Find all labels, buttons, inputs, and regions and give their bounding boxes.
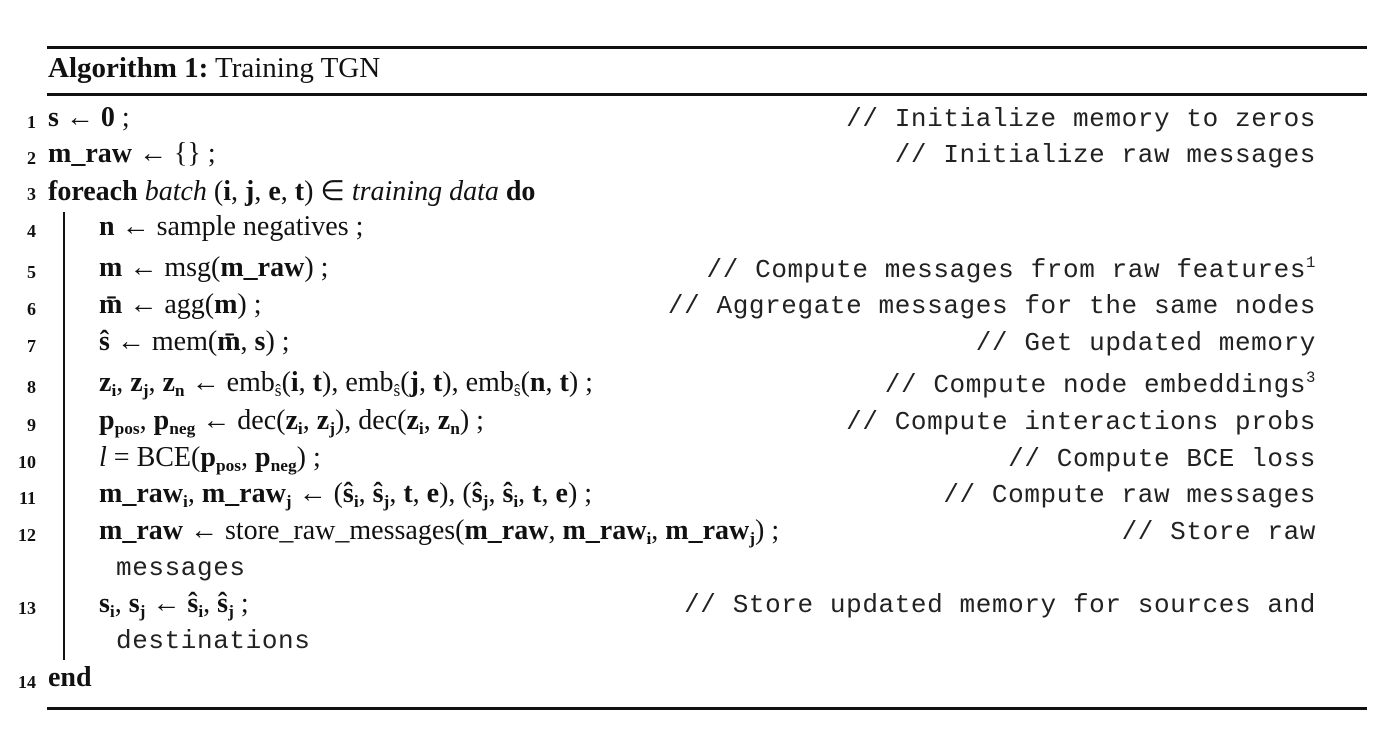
algorithm-name: Training TGN [215, 52, 381, 84]
algo-line-11: 11 m_rawi, m_rawj ← (ŝi, ŝj, t, e), (ŝj,… [0, 478, 1374, 514]
line-comment: // Compute interactions probs [846, 407, 1316, 437]
line-number: 10 [18, 452, 36, 472]
footnote-marker: 3 [1306, 369, 1316, 387]
line-code: m̄ ← agg(m) ; [99, 289, 262, 320]
line-code: s ← 0 ; [48, 102, 130, 133]
line-number: 7 [27, 336, 36, 356]
foreach-block-bar [63, 212, 65, 660]
line-comment: // Compute node embeddings3 [884, 369, 1316, 400]
keyword-foreach: foreach [48, 176, 138, 207]
line-code: si, sj ← ŝi, ŝj ; [99, 588, 249, 621]
algo-line-6: 6 m̄ ← agg(m) ; // Aggregate messages fo… [0, 289, 1374, 325]
line-code: ppos, pneg ← dec(zi, zj), dec(zi, zn) ; [99, 405, 484, 438]
algo-line-4: 4 n ← sample negatives ; [0, 211, 1374, 247]
line-number: 14 [18, 672, 36, 692]
algorithm-label: Algorithm 1: [48, 52, 209, 84]
line-number: 3 [27, 184, 36, 204]
line-code: m_rawi, m_rawj ← (ŝi, ŝj, t, e), (ŝj, ŝi… [99, 478, 593, 511]
algo-line-3: 3 foreach batch (i, j, e, t) ∈ training … [0, 174, 1374, 210]
top-rule [47, 46, 1367, 49]
line-comment: // Aggregate messages for the same nodes [667, 291, 1316, 321]
algo-line-13-continuation: destinations [0, 624, 1374, 660]
line-comment: // Compute messages from raw features1 [706, 254, 1316, 285]
algo-line-8: 8 zi, zj, zn ← embŝ(i, t), embŝ(j, t), e… [0, 367, 1374, 403]
line-number: 5 [27, 262, 36, 282]
algo-line-2: 2 m_raw ← {} ; // Initialize raw message… [0, 138, 1374, 174]
comment-continuation: destinations [116, 626, 311, 656]
bottom-rule [47, 707, 1367, 710]
line-comment: // Compute BCE loss [1008, 444, 1316, 474]
algo-line-12-continuation: messages [0, 551, 1374, 587]
line-comment: // Get updated memory [975, 328, 1316, 358]
algo-line-1: 1 s ← 0 ; // Initialize memory to zeros [0, 102, 1374, 138]
line-code: n ← sample negatives ; [99, 211, 364, 242]
algo-line-13: 13 si, sj ← ŝi, ŝj ; // Store updated me… [0, 588, 1374, 624]
line-code: m_raw ← {} ; [48, 138, 216, 169]
comment-continuation: messages [116, 553, 246, 583]
line-code: m_raw ← store_raw_messages(m_raw, m_rawi… [99, 515, 780, 548]
line-number: 11 [18, 488, 36, 508]
line-number: 4 [27, 221, 36, 241]
line-number: 13 [18, 598, 36, 618]
algo-line-10: 10 l = BCE(ppos, pneg) ; // Compute BCE … [0, 442, 1374, 478]
algo-line-14: 14 end [0, 662, 1374, 698]
line-comment: // Initialize memory to zeros [846, 104, 1316, 134]
line-number: 2 [27, 148, 36, 168]
line-number: 1 [27, 112, 36, 132]
algo-line-12: 12 m_raw ← store_raw_messages(m_raw, m_r… [0, 515, 1374, 551]
line-comment: // Store raw [1121, 517, 1316, 547]
line-comment: // Initialize raw messages [894, 140, 1316, 170]
line-code: l = BCE(ppos, pneg) ; [99, 442, 321, 475]
header-rule [47, 93, 1367, 96]
footnote-marker: 1 [1306, 254, 1316, 272]
line-comment: // Store updated memory for sources and [684, 590, 1316, 620]
keyword-do: do [505, 176, 536, 207]
line-number: 8 [27, 377, 36, 397]
line-code: foreach batch (i, j, e, t) ∈ training da… [48, 176, 536, 207]
algorithm-title: Algorithm 1: Training TGN [48, 52, 380, 85]
line-number: 9 [27, 415, 36, 435]
line-comment: // Compute raw messages [943, 480, 1316, 510]
line-code: m ← msg(m_raw) ; [99, 252, 329, 283]
algo-line-7: 7 ŝ ← mem(m̄, s) ; // Get updated memory [0, 326, 1374, 362]
line-number: 12 [18, 525, 36, 545]
line-code: zi, zj, zn ← embŝ(i, t), embŝ(j, t), emb… [99, 367, 593, 400]
keyword-end: end [48, 662, 92, 693]
algo-line-5: 5 m ← msg(m_raw) ; // Compute messages f… [0, 252, 1374, 288]
algo-line-9: 9 ppos, pneg ← dec(zi, zj), dec(zi, zn) … [0, 405, 1374, 441]
line-number: 6 [27, 299, 36, 319]
line-code: ŝ ← mem(m̄, s) ; [99, 326, 290, 357]
